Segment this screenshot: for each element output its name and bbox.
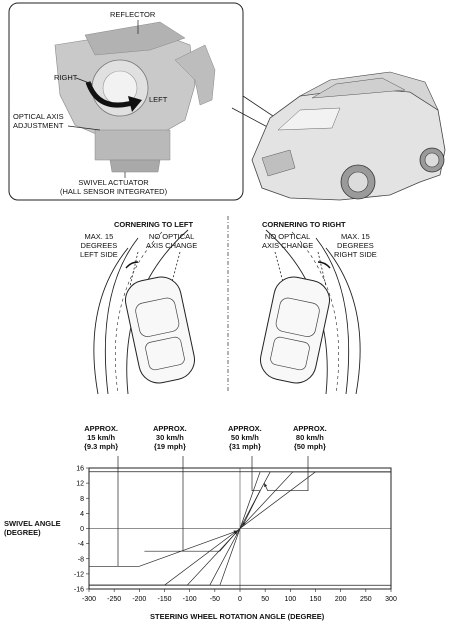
leader-arrowhead-icon	[233, 530, 238, 535]
y-axis-label: SWIVEL ANGLE(DEGREE)	[4, 519, 61, 537]
leader-arrowhead-icon	[242, 522, 246, 527]
y-tick-label: -12	[74, 571, 84, 578]
cornering-right-title: CORNERING TO RIGHT	[262, 220, 346, 229]
x-tick-label: -250	[107, 596, 121, 603]
y-tick-label: 16	[76, 466, 84, 473]
y-tick-label: 8	[80, 496, 84, 503]
reflector-label: REFLECTOR	[110, 10, 156, 19]
x-tick-label: 100	[284, 596, 296, 603]
y-tick-label: 12	[76, 481, 84, 488]
actuator-panel	[8, 2, 244, 201]
left-direction-label: LEFT	[149, 95, 168, 104]
x-tick-label: 150	[310, 596, 322, 603]
speed-leader-line-2	[144, 456, 238, 552]
y-tick-label: 0	[80, 526, 84, 533]
speed-leader-line-4	[263, 456, 309, 492]
y-tick-label: -4	[78, 541, 84, 548]
swivel-arrowhead-icon	[128, 96, 142, 112]
x-axis-label: STEERING WHEEL ROTATION ANGLE (DEGREE)	[150, 612, 325, 621]
x-tick-label: 250	[360, 596, 372, 603]
x-tick-label: 200	[335, 596, 347, 603]
x-tick-label: -50	[210, 596, 220, 603]
right-direction-label: RIGHT	[54, 73, 78, 82]
right-swivel-marker-icon	[317, 261, 331, 269]
swivel-arrow-icon	[85, 81, 133, 108]
swivel-actuator-label: SWIVEL ACTUATOR(HALL SENSOR INTEGRATED)	[60, 178, 168, 196]
speed-label-30: APPROX.30 km/h{19 mph}	[153, 424, 187, 451]
right-car-top-view	[260, 276, 330, 384]
y-tick-label: -8	[78, 556, 84, 563]
left-car-top-view	[125, 276, 195, 384]
left-swivel-marker-icon	[125, 261, 139, 269]
x-tick-label: -200	[132, 596, 146, 603]
x-tick-label: -100	[183, 596, 197, 603]
headlamp-unit-image	[54, 21, 216, 173]
speed-leader-line-3	[242, 456, 261, 527]
x-tick-label: 300	[385, 596, 397, 603]
series-line-4	[89, 471, 391, 586]
leader-arrowhead-icon	[264, 483, 268, 488]
speed-leader-line-1	[89, 456, 238, 567]
speed-label-80: APPROX.80 km/h{50 mph}	[293, 424, 327, 451]
x-tick-label: -150	[157, 596, 171, 603]
x-tick-label: 0	[238, 596, 242, 603]
x-tick-label: 50	[261, 596, 269, 603]
cornering-left-title: CORNERING TO LEFT	[114, 220, 194, 229]
y-tick-label: 4	[80, 511, 84, 518]
speed-label-50: APPROX.50 km/h{31 mph}	[228, 424, 262, 451]
swivel-angle-chart: -300 -250 -200 -150 -100 -50 0 50 100 150 200 250 30…	[74, 456, 397, 603]
x-tick-label: -300	[82, 596, 96, 603]
car-image	[251, 71, 446, 201]
y-tick-label: -16	[74, 587, 84, 594]
speed-label-15: APPROX.15 km/h{9.3 mph}	[84, 424, 119, 451]
